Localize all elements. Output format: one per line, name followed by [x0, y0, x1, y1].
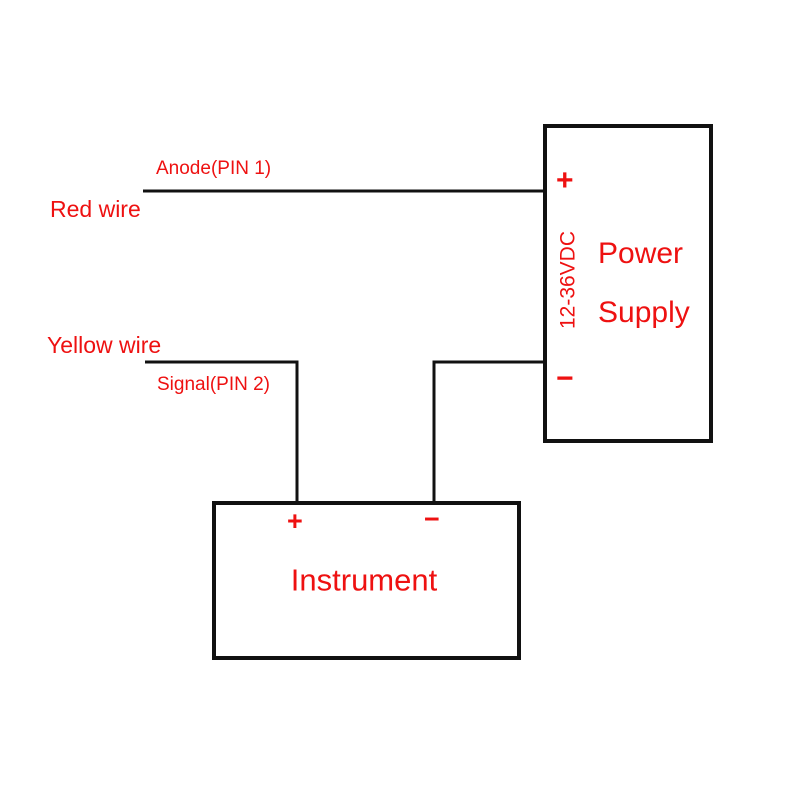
instrument-box [212, 501, 521, 660]
power-supply-positive-terminal: + [556, 164, 574, 197]
power-supply-title-line2: Supply [598, 296, 690, 330]
power-supply-box [543, 124, 713, 443]
negative-return-wire-path [432, 360, 545, 503]
yellow-wire-path [145, 360, 299, 503]
power-supply-title: Power Supply [598, 224, 690, 343]
instrument-positive-terminal: + [287, 506, 303, 536]
voltage-rating-label: 12-36VDC [556, 230, 580, 330]
red-wire-label: Red wire [50, 196, 141, 222]
power-supply-title-line1: Power [598, 237, 684, 270]
yellow-wire-label: Yellow wire [47, 332, 162, 358]
signal-pin-label: Signal(PIN 2) [157, 374, 270, 395]
anode-pin-label: Anode(PIN 1) [156, 158, 272, 179]
instrument-title: Instrument [290, 562, 438, 598]
instrument-negative-terminal: − [424, 504, 440, 534]
power-supply-negative-terminal: − [556, 362, 574, 395]
